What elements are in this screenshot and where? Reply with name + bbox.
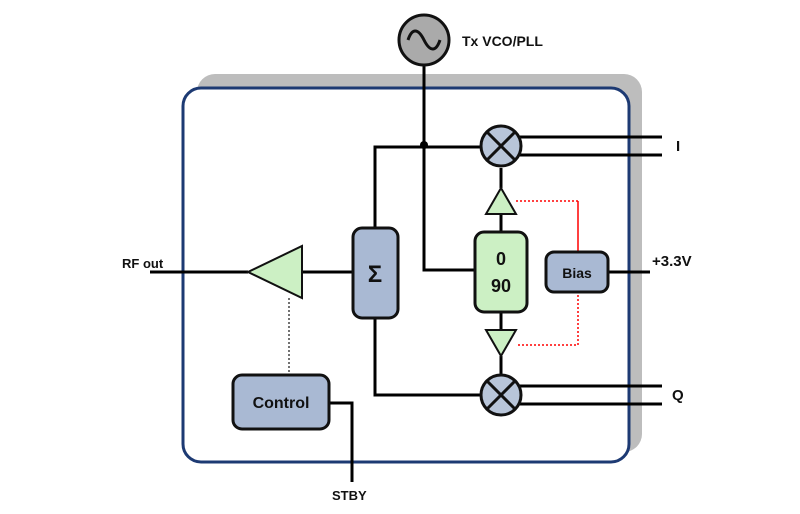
i-buffer-amp [484, 185, 518, 215]
sigma-symbol: Σ [368, 261, 382, 288]
bias-label: Bias [562, 265, 592, 281]
control-block [231, 373, 331, 431]
q-buffer-amp [484, 329, 518, 359]
phase-shifter [473, 230, 529, 314]
q-mixer [479, 373, 523, 417]
phase-label-0: 0 [496, 249, 506, 269]
q-output-label: Q [672, 387, 684, 404]
control-label: Control [253, 395, 310, 412]
signal-wires [150, 66, 662, 482]
vco-oscillator [397, 13, 451, 67]
supply-label: +3.3V [652, 253, 692, 270]
summer-block [351, 226, 400, 320]
junction-dot [420, 141, 428, 149]
bias-block [544, 250, 610, 294]
rf-output-amp [245, 244, 303, 300]
phase-label-90: 90 [491, 276, 511, 296]
vco-label: Tx VCO/PLL [462, 33, 543, 49]
sine-wave-icon [406, 29, 442, 51]
stby-label: STBY [332, 488, 367, 503]
i-output-label: I [676, 138, 680, 155]
i-mixer [479, 124, 523, 168]
rf-out-label: RF out [122, 256, 164, 271]
module-border [181, 86, 631, 464]
